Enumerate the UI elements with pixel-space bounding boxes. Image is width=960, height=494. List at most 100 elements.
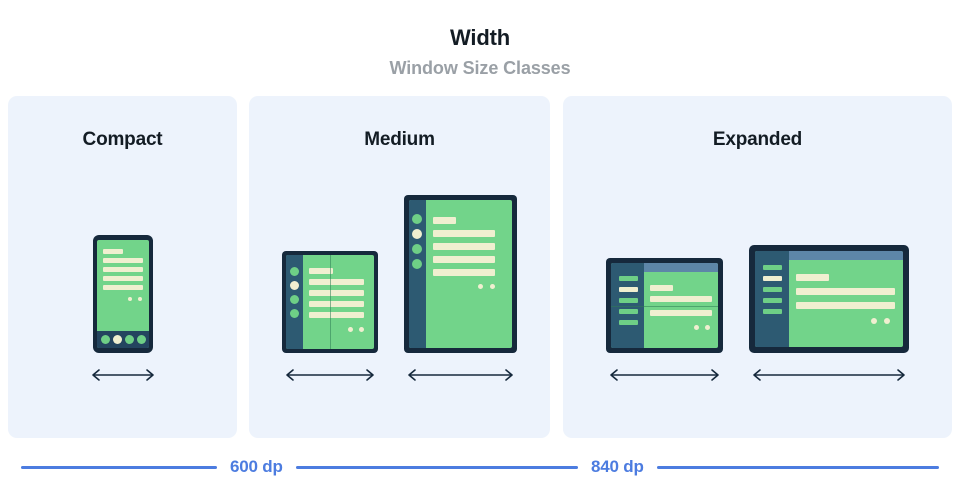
- content-bar: [433, 256, 495, 263]
- drawer-item: [763, 309, 782, 314]
- content-bar: [433, 243, 495, 250]
- nav-dot: [100, 335, 110, 344]
- content-bar: [650, 296, 712, 302]
- width-arrow-icon: [610, 369, 719, 381]
- panel-title-expanded: Expanded: [712, 129, 803, 150]
- content-bar: [102, 267, 143, 272]
- drawer-item-active: [763, 276, 782, 281]
- drawer-item-active: [619, 287, 638, 292]
- nav-dot: [124, 335, 134, 344]
- device-list-medium: [249, 195, 550, 382]
- drawer-item: [763, 287, 782, 292]
- fold-line-horizontal: [611, 306, 718, 307]
- rail-dot-active: [290, 281, 299, 290]
- drawer-item: [763, 298, 782, 303]
- foldable-screen: [286, 255, 374, 349]
- rail-dot: [412, 259, 422, 269]
- breakpoint-label-600dp: 600 dp: [230, 457, 283, 476]
- content-bar: [433, 230, 495, 237]
- content-dot: [348, 327, 353, 332]
- content-bar: [433, 217, 456, 224]
- content-bar: [309, 312, 364, 318]
- tablet-screen: [409, 200, 512, 348]
- width-arrow-icon: [91, 369, 154, 381]
- device-group-tablet-portrait: [404, 195, 517, 382]
- width-arrow-icon: [408, 369, 513, 381]
- device-foldable-portrait: [282, 251, 378, 353]
- rail-dot: [290, 295, 299, 304]
- content-dot: [705, 325, 710, 330]
- content-dot: [871, 318, 877, 324]
- content-bar: [309, 268, 333, 274]
- panel-title-compact: Compact: [82, 129, 163, 150]
- drawer-item: [619, 276, 638, 281]
- breakpoint-label-840dp: 840 dp: [591, 457, 644, 476]
- content-bar: [102, 249, 123, 254]
- phone-bottom-nav-bar: [96, 331, 149, 348]
- rail-dot: [412, 244, 422, 254]
- rail-dot: [412, 214, 422, 224]
- device-group-tablet-landscape: [749, 245, 909, 382]
- scale-rule-compact: [21, 465, 217, 469]
- device-list-compact: [8, 235, 237, 382]
- device-list-expanded: [563, 245, 952, 382]
- content-bar: [102, 258, 143, 263]
- content-bar: [650, 285, 673, 291]
- content-dot: [490, 284, 495, 289]
- content-bar: [309, 301, 364, 307]
- device-tablet-portrait: [404, 195, 517, 353]
- width-arrow-icon: [286, 369, 374, 381]
- content-dot: [884, 318, 890, 324]
- navigation-drawer: [755, 251, 789, 347]
- page-title: Width: [450, 25, 510, 50]
- navigation-drawer: [611, 263, 644, 348]
- rail-dot: [290, 267, 299, 276]
- panel-medium[interactable]: Medium: [249, 96, 550, 438]
- breakpoint-scale: 600 dp 840 dp: [0, 456, 960, 478]
- device-foldable-landscape: [606, 258, 723, 353]
- content-dot: [694, 325, 699, 330]
- tablet-screen: [755, 251, 903, 347]
- content-bar: [309, 279, 364, 285]
- nav-dot: [136, 335, 146, 344]
- diagram-header: Width Window Size Classes: [0, 0, 960, 96]
- drawer-item: [619, 309, 638, 314]
- fold-line-vertical: [330, 255, 331, 349]
- device-tablet-landscape: [749, 245, 909, 353]
- content-bar: [796, 302, 895, 309]
- content-dot: [359, 327, 364, 332]
- scale-rule-expanded: [656, 465, 939, 469]
- top-app-bar: [789, 251, 903, 260]
- scale-rule-medium: [295, 465, 578, 469]
- content-bar: [433, 269, 495, 276]
- content-bar: [796, 288, 895, 295]
- foldable-screen: [611, 263, 718, 348]
- content-bar: [102, 276, 143, 281]
- device-group-foldable-portrait: [282, 251, 378, 382]
- navigation-rail: [286, 255, 303, 349]
- content-bar: [102, 285, 143, 290]
- device-group-foldable-landscape: [606, 258, 723, 382]
- page-subtitle: Window Size Classes: [389, 58, 571, 78]
- drawer-item: [619, 320, 638, 325]
- content-dot: [478, 284, 483, 289]
- content-bar: [650, 310, 712, 316]
- drawer-item: [763, 265, 782, 270]
- rail-dot: [290, 309, 299, 318]
- content-bar: [309, 290, 364, 296]
- navigation-rail: [409, 200, 426, 348]
- panel-title-medium: Medium: [364, 129, 435, 150]
- content-bar: [796, 274, 829, 281]
- nav-dot-active: [112, 335, 122, 344]
- phone-screen: [96, 240, 149, 348]
- width-arrow-icon: [753, 369, 905, 381]
- device-phone-portrait: [92, 235, 153, 353]
- drawer-item: [619, 298, 638, 303]
- content-dot: [137, 297, 142, 301]
- panel-expanded[interactable]: Expanded: [563, 96, 952, 438]
- panel-compact[interactable]: Compact: [8, 96, 237, 438]
- rail-dot-active: [412, 229, 422, 239]
- size-class-panels: Compact: [0, 96, 960, 438]
- content-dot: [127, 297, 132, 301]
